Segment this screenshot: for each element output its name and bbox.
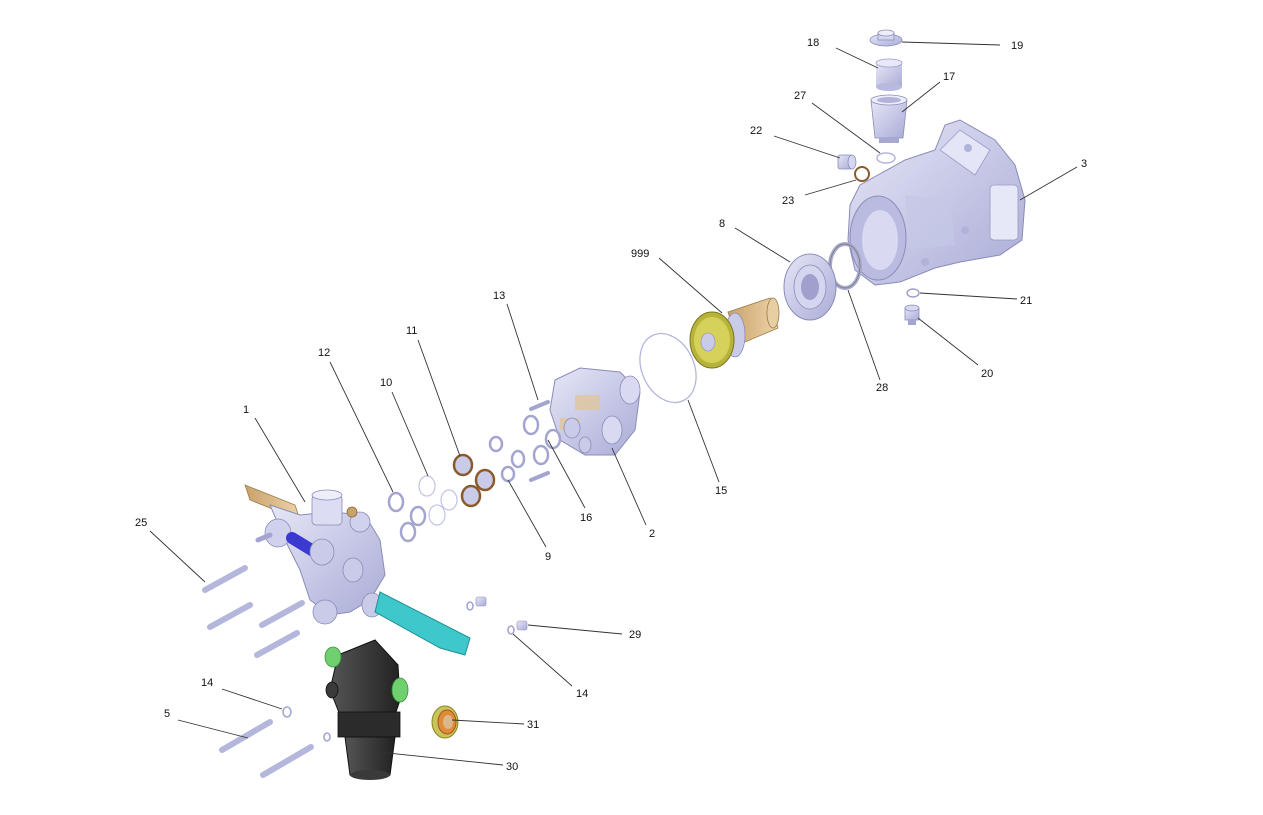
part-23-oring bbox=[854, 166, 870, 182]
part-3-housing bbox=[847, 119, 1026, 286]
callout-23: 23 bbox=[782, 195, 794, 207]
bracket bbox=[374, 591, 471, 656]
part-9-washers bbox=[488, 435, 516, 483]
callout-29: 29 bbox=[629, 629, 641, 641]
callout-13: 13 bbox=[493, 290, 505, 302]
part-8-bearing bbox=[783, 253, 837, 321]
callout-30: 30 bbox=[506, 761, 518, 773]
part-999-swashplate bbox=[689, 297, 780, 369]
callout-999: 999 bbox=[631, 248, 649, 260]
part-5-bolts bbox=[219, 719, 314, 778]
callout-18: 18 bbox=[807, 37, 819, 49]
part-11-packings bbox=[452, 453, 496, 508]
part-18-plug bbox=[875, 58, 903, 91]
callout-3: 3 bbox=[1081, 158, 1087, 170]
callout-14-right: 14 bbox=[576, 688, 588, 700]
callout-31: 31 bbox=[527, 719, 539, 731]
part-14-washer-left bbox=[282, 706, 292, 718]
callout-9: 9 bbox=[545, 551, 551, 563]
part-1-manifold bbox=[244, 484, 386, 625]
leader-lines bbox=[149, 41, 1078, 766]
washer-extra bbox=[323, 732, 331, 742]
callout-10: 10 bbox=[380, 377, 392, 389]
callout-22: 22 bbox=[750, 125, 762, 137]
part-14-washer-right bbox=[507, 625, 515, 635]
part-10-rings bbox=[418, 475, 458, 526]
callout-2: 2 bbox=[649, 528, 655, 540]
callout-27: 27 bbox=[794, 90, 806, 102]
callout-16: 16 bbox=[580, 512, 592, 524]
callout-19: 19 bbox=[1011, 40, 1023, 52]
callout-17: 17 bbox=[943, 71, 955, 83]
part-16-washers bbox=[510, 414, 562, 469]
part-27-oring bbox=[876, 152, 896, 164]
callout-12: 12 bbox=[318, 347, 330, 359]
part-21-oring bbox=[906, 288, 920, 298]
part-12-washers bbox=[387, 491, 427, 543]
part-29-nuts bbox=[466, 596, 528, 631]
callout-21: 21 bbox=[1020, 295, 1032, 307]
part-20-plug bbox=[904, 304, 920, 325]
callout-15: 15 bbox=[715, 485, 727, 497]
callout-1: 1 bbox=[243, 404, 249, 416]
part-19-cap bbox=[869, 29, 903, 47]
callout-25: 25 bbox=[135, 517, 147, 529]
callout-5: 5 bbox=[164, 708, 170, 720]
part-30-filter bbox=[324, 639, 409, 780]
callout-11: 11 bbox=[406, 325, 417, 337]
part-15-oring bbox=[639, 332, 697, 404]
part-25-bolts bbox=[202, 565, 305, 658]
part-17-sleeve bbox=[870, 94, 908, 143]
part-22-fitting bbox=[837, 154, 857, 170]
part-13-screws bbox=[529, 400, 550, 482]
callout-8: 8 bbox=[719, 218, 725, 230]
part-drawings bbox=[202, 29, 1026, 780]
callout-20: 20 bbox=[981, 368, 993, 380]
part-31-coupling bbox=[431, 705, 459, 739]
callout-labels: 19 18 17 27 22 23 3 8 999 21 20 28 13 15… bbox=[135, 37, 1087, 773]
callout-28: 28 bbox=[876, 382, 888, 394]
part-2-cylinder-head bbox=[549, 367, 641, 456]
callout-14-left: 14 bbox=[201, 677, 213, 689]
